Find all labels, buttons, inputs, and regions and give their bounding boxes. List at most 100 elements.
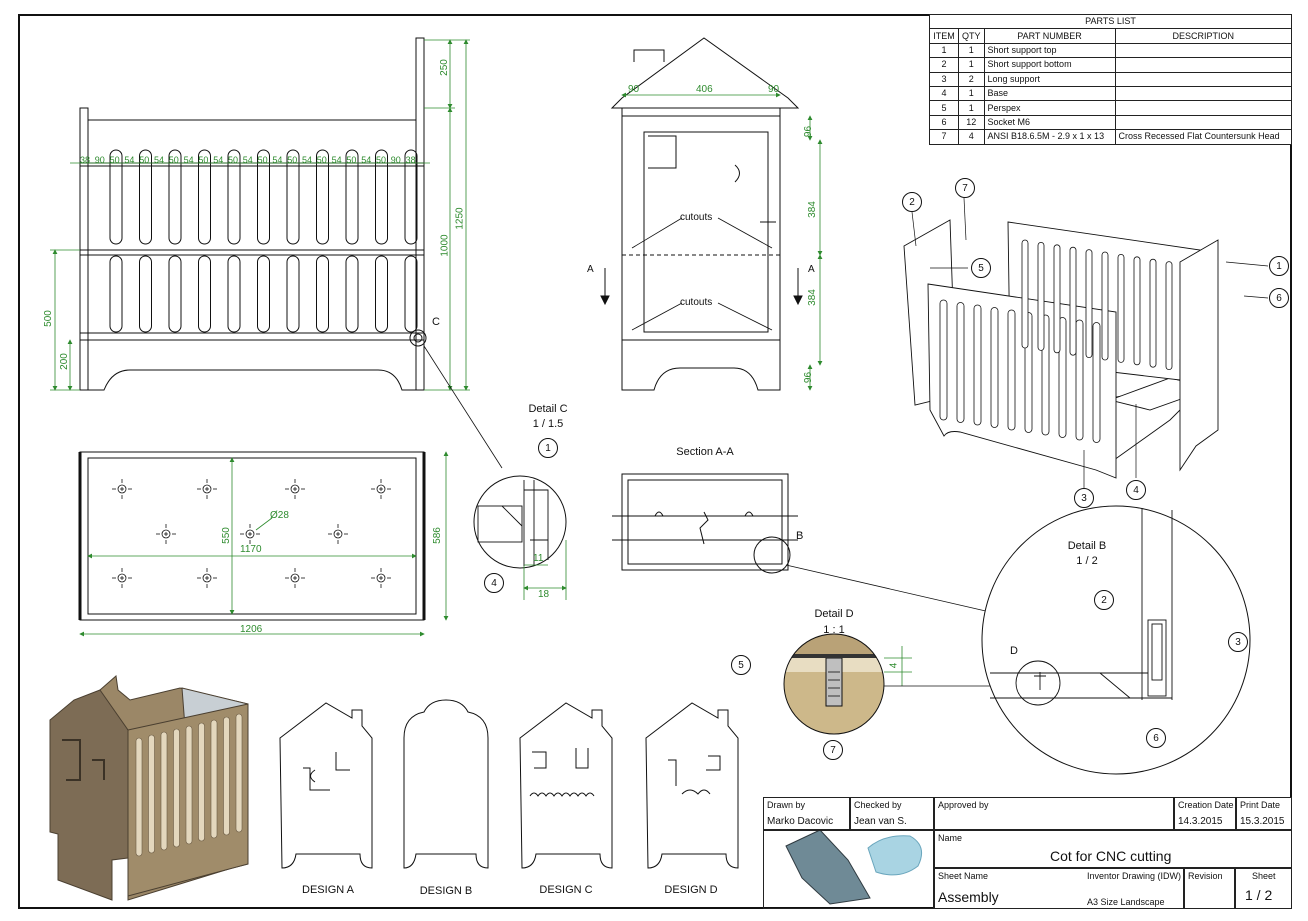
base-hole <box>285 479 305 499</box>
sheet-cell: Sheet 1 / 2 <box>1235 868 1292 909</box>
design-d-outline <box>645 702 739 869</box>
base-hole <box>285 568 305 588</box>
front-slat <box>286 149 300 245</box>
parts-row-part-number: Base <box>983 85 1116 102</box>
dim-200: 200 <box>58 353 70 370</box>
drawn-by-value: Marko Dacovic <box>767 816 834 827</box>
base-hole <box>156 524 176 544</box>
slat-dimension: 38 <box>80 155 91 165</box>
slat-dimension: 50 <box>257 155 268 165</box>
parts-row-item: 6 <box>929 114 959 131</box>
slat-dimension: 50 <box>228 155 239 165</box>
front-slat <box>345 255 359 333</box>
dim-384-top: 384 <box>806 201 818 218</box>
front-slat <box>286 255 300 333</box>
detail-d-scale: 1 : 1 <box>823 624 845 636</box>
dim-250: 250 <box>438 59 450 76</box>
detail-d <box>783 633 990 735</box>
cutouts-label-2: cutouts <box>680 297 713 308</box>
slat-dimension: 54 <box>331 155 342 165</box>
dim-1206: 1206 <box>240 624 263 635</box>
parts-row-qty: 1 <box>958 85 985 102</box>
drawn-by-label: Drawn by <box>767 800 806 810</box>
render-slat <box>173 728 180 848</box>
section-a-a-title: Section A-A <box>676 446 734 458</box>
part-balloon: 3 <box>1074 488 1094 508</box>
iso-slat <box>973 304 982 426</box>
dim-96-bottom: 96 <box>803 371 815 384</box>
iso-slat <box>956 302 965 423</box>
render-slat <box>185 725 193 845</box>
part-balloon: 4 <box>1126 480 1146 500</box>
parts-row-part-number: Short support bottom <box>983 57 1116 73</box>
slat-dimension: 50 <box>109 155 120 165</box>
parts-row-item: 4 <box>929 85 959 102</box>
slat-dimension: 50 <box>287 155 298 165</box>
dim-diameter: Ø28 <box>270 510 289 521</box>
front-slat <box>375 149 388 245</box>
base-hole <box>371 568 391 588</box>
iso-slat <box>1007 309 1016 431</box>
dim-586: 586 <box>431 527 443 544</box>
doc-type: Inventor Drawing (IDW) <box>1087 871 1182 881</box>
front-slat <box>316 149 329 245</box>
part-balloon: 6 <box>1146 728 1166 748</box>
iso-back-slat <box>1085 249 1093 359</box>
parts-row-item: 3 <box>929 71 959 87</box>
dim-550: 550 <box>220 527 232 544</box>
slat-dimension: 50 <box>139 155 150 165</box>
slat-dimension: 50 <box>346 155 357 165</box>
title-block-logo <box>785 829 923 905</box>
parts-list-title: PARTS LIST <box>929 13 1292 30</box>
section-a-left: A <box>587 264 594 275</box>
drawn-by-cell: Drawn by Marko Dacovic <box>763 797 850 830</box>
side-view-dimensions <box>621 92 823 391</box>
detail-c-callout-circle <box>409 329 427 347</box>
slat-dimension: 90 <box>94 155 105 165</box>
name-label: Name <box>938 833 963 843</box>
creation-date-label: Creation Date <box>1178 800 1234 810</box>
front-slat <box>139 255 152 333</box>
slat-dimension: 54 <box>213 155 224 165</box>
sheet-name-label: Sheet Name <box>938 871 989 881</box>
approved-by-cell: Approved by <box>934 797 1174 830</box>
render-slat <box>135 737 143 857</box>
iso-slat <box>1058 317 1067 438</box>
side-view <box>610 37 800 391</box>
slat-dimension: 50 <box>198 155 209 165</box>
parts-row-part-number: ANSI B18.6.5M - 2.9 x 1 x 13 <box>983 129 1116 145</box>
dim-11: 11 <box>533 553 544 564</box>
parts-row-description <box>1114 42 1293 59</box>
parts-row-description <box>1114 100 1293 116</box>
section-a-a <box>612 473 991 613</box>
render-slat <box>210 719 218 839</box>
header-description: DESCRIPTION <box>1114 28 1293 44</box>
sheet-border <box>18 14 1292 909</box>
detail-c-scale: 1 / 1.5 <box>532 418 564 430</box>
design-c-label: DESIGN C <box>539 884 593 896</box>
print-date-cell: Print Date 15.3.2015 <box>1236 797 1292 830</box>
top-view-dimensions <box>79 451 449 637</box>
revision-cell: Revision <box>1184 868 1235 909</box>
part-balloon: 6 <box>1269 288 1289 308</box>
dim-4: 4 <box>888 662 900 669</box>
top-view-holes <box>112 479 391 588</box>
base-hole <box>328 524 348 544</box>
front-slat <box>257 255 270 333</box>
iso-slat <box>1092 322 1101 443</box>
base-hole <box>197 479 217 499</box>
front-slat <box>257 149 270 245</box>
detail-b-scale: 1 / 2 <box>1076 555 1098 567</box>
iso-leaders <box>911 197 1269 488</box>
detail-b-title: Detail B <box>1067 540 1107 552</box>
parts-row-qty: 1 <box>958 42 985 59</box>
creation-date-cell: Creation Date 14.3.2015 <box>1174 797 1236 830</box>
base-hole <box>371 479 391 499</box>
parts-row-item: 5 <box>929 100 959 116</box>
slat-dimension: 50 <box>376 155 387 165</box>
